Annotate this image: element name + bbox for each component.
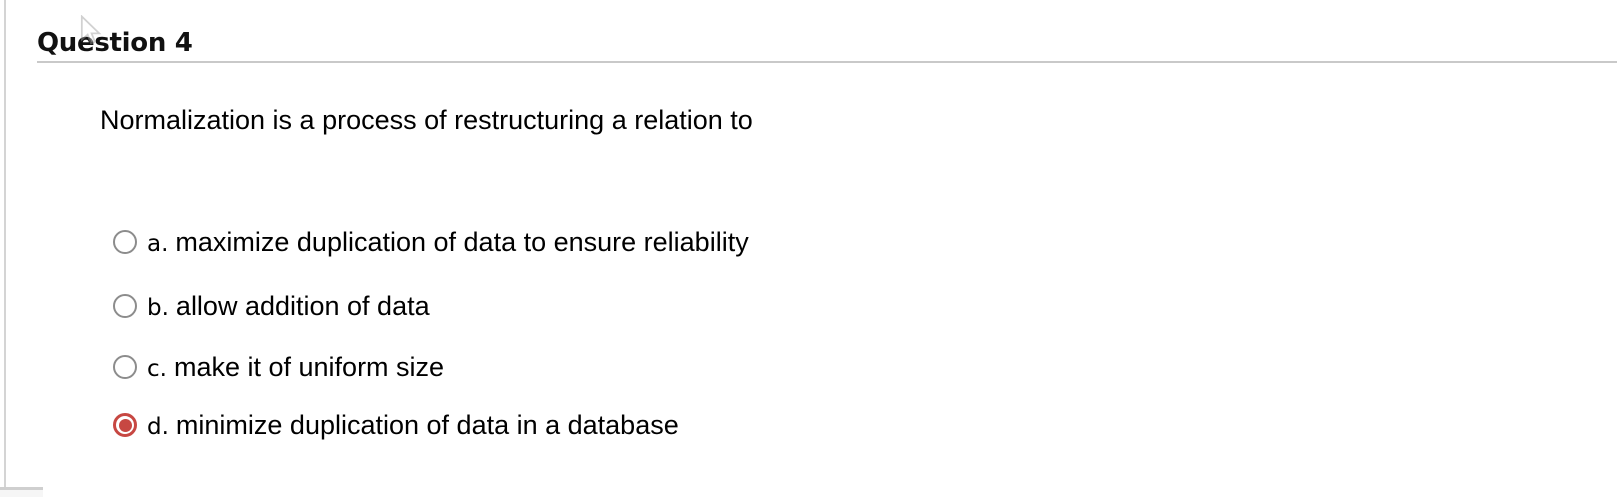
mouse-cursor-icon [80, 15, 102, 45]
answer-option-a[interactable]: a.maximize duplication of data to ensure… [113, 218, 749, 266]
radio-button-a[interactable] [113, 230, 137, 254]
option-letter-d: d. [147, 413, 169, 440]
answer-option-c[interactable]: c.make it of uniform size [113, 343, 444, 391]
option-label-c: c.make it of uniform size [147, 352, 444, 383]
question-header: Question 4 [37, 28, 193, 58]
answer-option-d[interactable]: d.minimize duplication of data in a data… [113, 401, 679, 449]
radio-button-c[interactable] [113, 355, 137, 379]
panel-left-border [4, 0, 6, 488]
option-label-a: a.maximize duplication of data to ensure… [147, 227, 749, 258]
option-text-d: minimize duplication of data in a databa… [175, 409, 679, 440]
option-letter-c: c. [147, 355, 167, 382]
option-text-c: make it of uniform size [173, 351, 445, 382]
option-text-a: maximize duplication of data to ensure r… [175, 226, 749, 257]
question-prompt: Normalization is a process of restructur… [100, 105, 753, 135]
option-label-d: d.minimize duplication of data in a data… [147, 410, 679, 441]
radio-button-d[interactable] [113, 413, 137, 437]
header-divider [37, 61, 1617, 63]
radio-button-b[interactable] [113, 294, 137, 318]
option-text-b: allow addition of data [175, 290, 430, 321]
option-letter-a: a. [147, 230, 169, 257]
option-label-b: b.allow addition of data [147, 291, 430, 322]
bottom-left-corner-border [0, 487, 43, 490]
answer-option-b[interactable]: b.allow addition of data [113, 282, 430, 330]
bottom-left-corner-fill [0, 490, 43, 497]
option-letter-b: b. [147, 294, 169, 321]
